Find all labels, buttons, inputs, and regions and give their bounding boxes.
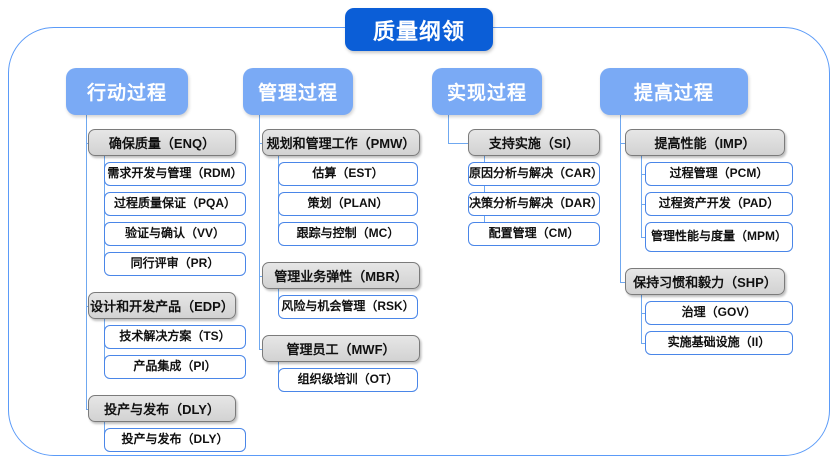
leaf-box-4-1-3[interactable]: 管理性能与度量（MPM） xyxy=(645,222,793,252)
group-box-2-2[interactable]: 管理业务弹性（MBR） xyxy=(262,262,420,289)
leaf-box-4-1-1[interactable]: 过程管理（PCM） xyxy=(645,162,793,186)
leaf-box-1-1-1[interactable]: 需求开发与管理（RDM） xyxy=(104,162,246,186)
leaf-box-3-1-2[interactable]: 决策分析与解决（DAR） xyxy=(468,192,603,216)
group-box-1-1[interactable]: 确保质量（ENQ） xyxy=(88,129,236,156)
leaf-box-2-1-2[interactable]: 策划（PLAN） xyxy=(278,192,418,216)
leaf-box-2-2-1[interactable]: 风险与机会管理（RSK） xyxy=(278,295,418,319)
connector-leaf-stub xyxy=(641,174,645,176)
connector-column-trunk-3 xyxy=(448,115,450,143)
leaf-box-2-1-1[interactable]: 估算（EST） xyxy=(278,162,418,186)
leaf-box-2-3-1[interactable]: 组织级培训（OT） xyxy=(278,368,418,392)
connector-leaf-stub xyxy=(641,237,645,239)
connector-leaf-stub xyxy=(641,313,645,315)
connector-leaf-stub xyxy=(641,204,645,206)
leaf-box-1-2-1[interactable]: 技术解决方案（TS） xyxy=(104,325,246,349)
leaf-box-3-1-1[interactable]: 原因分析与解决（CAR） xyxy=(468,162,603,186)
leaf-box-4-2-1[interactable]: 治理（GOV） xyxy=(645,301,793,325)
leaf-box-4-2-2[interactable]: 实施基础设施（II） xyxy=(645,331,793,355)
leaf-box-1-1-3[interactable]: 验证与确认（VV） xyxy=(104,222,246,246)
group-box-4-2[interactable]: 保持习惯和毅力（SHP） xyxy=(625,268,785,295)
group-box-2-3[interactable]: 管理员工（MWF） xyxy=(262,335,420,362)
connector-trunk-stub xyxy=(259,275,262,277)
connector-column-trunk-1 xyxy=(86,115,88,409)
column-header-3[interactable]: 实现过程 xyxy=(432,68,542,115)
leaf-box-3-1-3[interactable]: 配置管理（CM） xyxy=(468,222,600,246)
diagram-title: 质量纲领 xyxy=(345,8,493,51)
group-box-2-1[interactable]: 规划和管理工作（PMW） xyxy=(262,129,420,156)
connector-trunk-stub xyxy=(86,408,88,410)
group-box-4-1[interactable]: 提高性能（IMP） xyxy=(625,129,785,156)
leaf-box-1-3-1[interactable]: 投产与发布（DLY） xyxy=(104,428,246,452)
node-label-line: （MPM） xyxy=(735,229,787,244)
column-header-1[interactable]: 行动过程 xyxy=(66,68,188,115)
connector-trunk-stub xyxy=(620,281,625,283)
leaf-box-1-1-2[interactable]: 过程质量保证（PQA） xyxy=(104,192,246,216)
connector-column-trunk-2 xyxy=(259,115,261,349)
column-header-4[interactable]: 提高过程 xyxy=(600,68,748,115)
group-box-1-2[interactable]: 设计和开发产品（EDP） xyxy=(88,292,236,319)
connector-leaf-stub xyxy=(641,343,645,345)
connector-branch xyxy=(641,156,643,237)
leaf-box-1-1-4[interactable]: 同行评审（PR） xyxy=(104,252,246,276)
connector-trunk-stub xyxy=(259,142,262,144)
column-header-2[interactable]: 管理过程 xyxy=(243,68,353,115)
leaf-box-2-1-3[interactable]: 跟踪与控制（MC） xyxy=(278,222,418,246)
connector-branch xyxy=(641,295,643,343)
leaf-box-1-2-2[interactable]: 产品集成（PI） xyxy=(104,355,246,379)
connector-trunk-stub xyxy=(620,142,625,144)
connector-column-trunk-4 xyxy=(620,115,622,282)
node-label-line: 管理性能与度量 xyxy=(650,229,735,244)
group-box-3-1[interactable]: 支持实施（SI） xyxy=(468,129,600,156)
leaf-box-4-1-2[interactable]: 过程资产开发（PAD） xyxy=(645,192,793,216)
connector-trunk-stub xyxy=(448,142,468,144)
group-box-1-3[interactable]: 投产与发布（DLY） xyxy=(88,395,236,422)
connector-trunk-stub xyxy=(259,348,262,350)
